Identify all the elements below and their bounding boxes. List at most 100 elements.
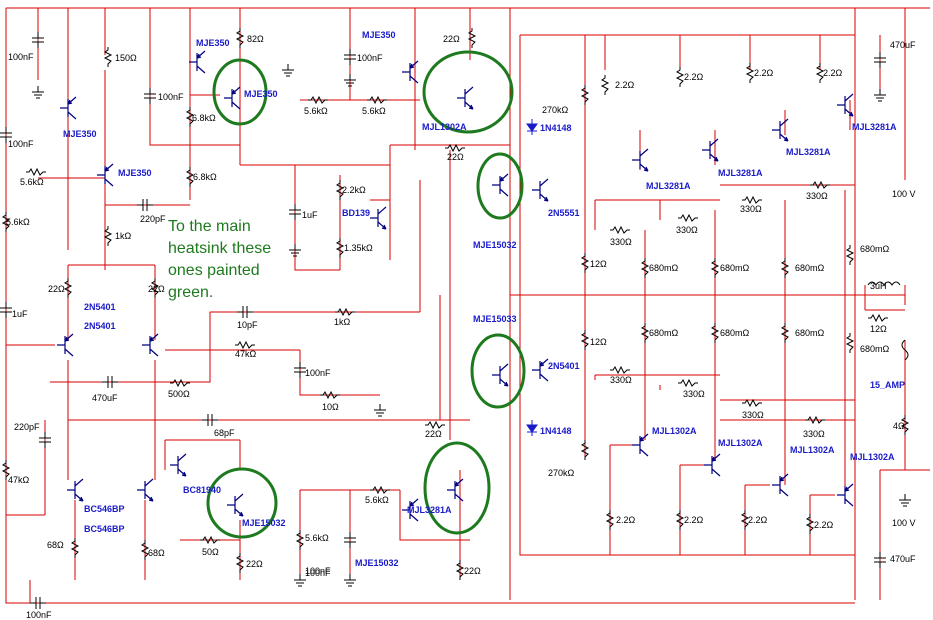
label: MJE350: [362, 30, 396, 40]
label: 6.8kΩ: [193, 172, 217, 182]
label: 100 V: [892, 189, 916, 199]
label: MJE15032: [242, 518, 286, 528]
label: 100nF: [158, 92, 184, 102]
label: 330Ω: [676, 225, 698, 235]
label: 5.6kΩ: [305, 533, 329, 543]
label: 100 V: [892, 518, 916, 528]
label: 100nF: [26, 610, 52, 620]
label: 150Ω: [115, 53, 137, 63]
label: 2.2Ω: [754, 68, 774, 78]
label: 2N5551: [548, 208, 580, 218]
label: 100nF: [8, 139, 34, 149]
label: 22Ω: [246, 559, 263, 569]
label: 2.2Ω: [615, 80, 635, 90]
label: 330Ω: [742, 410, 764, 420]
label: 1N4148: [540, 426, 572, 436]
label: 22Ω: [464, 566, 481, 576]
label: 68Ω: [47, 540, 64, 550]
label: MJE350: [63, 129, 97, 139]
label: MJE350: [244, 89, 278, 99]
label: 1N4148: [540, 123, 572, 133]
label: 2N5401: [84, 321, 116, 331]
label: 330Ω: [683, 389, 705, 399]
label: 680mΩ: [649, 328, 679, 338]
label: 680mΩ: [720, 328, 750, 338]
label: 12Ω: [870, 324, 887, 334]
label: 330Ω: [806, 191, 828, 201]
label: 330Ω: [740, 204, 762, 214]
label: 68pF: [214, 428, 235, 438]
label: 12Ω: [590, 337, 607, 347]
label: MJL1302A: [718, 438, 763, 448]
label: 1uF: [302, 210, 318, 220]
label: 100nF: [305, 568, 331, 578]
label: 2N5401: [84, 302, 116, 312]
label: BC546BP: [84, 504, 125, 514]
heatsink-highlights: [206, 50, 526, 539]
label: 2N5401: [548, 361, 580, 371]
label: 680mΩ: [649, 263, 679, 273]
label: BD139: [342, 208, 370, 218]
label: 680mΩ: [860, 244, 890, 254]
label: MJL3281A: [407, 505, 452, 515]
label: 47kΩ: [235, 349, 257, 359]
label: 470uF: [890, 554, 916, 564]
label: 10Ω: [322, 402, 339, 412]
label: 100nF: [357, 53, 383, 63]
label: MJE350: [118, 168, 152, 178]
label: 1.35kΩ: [344, 243, 373, 253]
label: 5.6kΩ: [20, 177, 44, 187]
label: MJE15033: [473, 314, 517, 324]
label: 270kΩ: [542, 105, 569, 115]
label: MJE15032: [355, 558, 399, 568]
label: 1kΩ: [115, 231, 132, 241]
label: 47kΩ: [8, 475, 30, 485]
label: 5.6kΩ: [304, 106, 328, 116]
label: MJE15032: [473, 240, 517, 250]
heatsink-note: To the main heatsink these ones painted …: [168, 218, 271, 301]
label: 22Ω: [425, 429, 442, 439]
diodes: [526, 118, 538, 437]
label: MJL3281A: [852, 122, 897, 132]
label: MJL1302A: [652, 426, 697, 436]
label: 220pF: [140, 214, 166, 224]
label: 22Ω: [443, 34, 460, 44]
label: 22Ω: [447, 152, 464, 162]
label: 100nF: [305, 368, 331, 378]
label: 2.2Ω: [814, 520, 834, 530]
label: 2.2Ω: [616, 515, 636, 525]
label: 680mΩ: [795, 263, 825, 273]
ground-symbols: [31, 63, 912, 587]
label: 100nF: [305, 566, 331, 576]
label: 2.2Ω: [748, 515, 768, 525]
label: 4Ω: [893, 421, 905, 431]
label: MJL3281A: [646, 181, 691, 191]
label: 5.6kΩ: [365, 495, 389, 505]
label: 5.6kΩ: [6, 217, 30, 227]
label: 330Ω: [610, 375, 632, 385]
note-line-1: To the main: [168, 218, 251, 235]
label: 12Ω: [590, 259, 607, 269]
label: 2.2Ω: [823, 68, 843, 78]
label: 500Ω: [168, 389, 190, 399]
label: 1uF: [12, 309, 28, 319]
label: 15_AMP: [870, 380, 905, 390]
label: BC81940: [183, 485, 221, 495]
label: MJL3281A: [718, 168, 763, 178]
label: MJL1302A: [422, 122, 467, 132]
note-line-3: ones painted: [168, 262, 260, 279]
label: MJL3281A: [786, 147, 831, 157]
label: 50Ω: [202, 547, 219, 557]
label: 5.6kΩ: [362, 106, 386, 116]
component-labels: 100nF 100nF 5.6kΩ 5.6kΩ MJE350 MJE350 15…: [6, 30, 916, 620]
label: 2.2kΩ: [342, 185, 366, 195]
label: 2.2Ω: [684, 515, 704, 525]
label: 6.8kΩ: [192, 113, 216, 123]
label: 3uH: [870, 281, 887, 291]
note-line-4: green.: [168, 284, 213, 301]
label: 470uF: [890, 40, 916, 50]
label: 330Ω: [610, 237, 632, 247]
wiring: [5, 7, 930, 604]
label: 470uF: [92, 393, 118, 403]
